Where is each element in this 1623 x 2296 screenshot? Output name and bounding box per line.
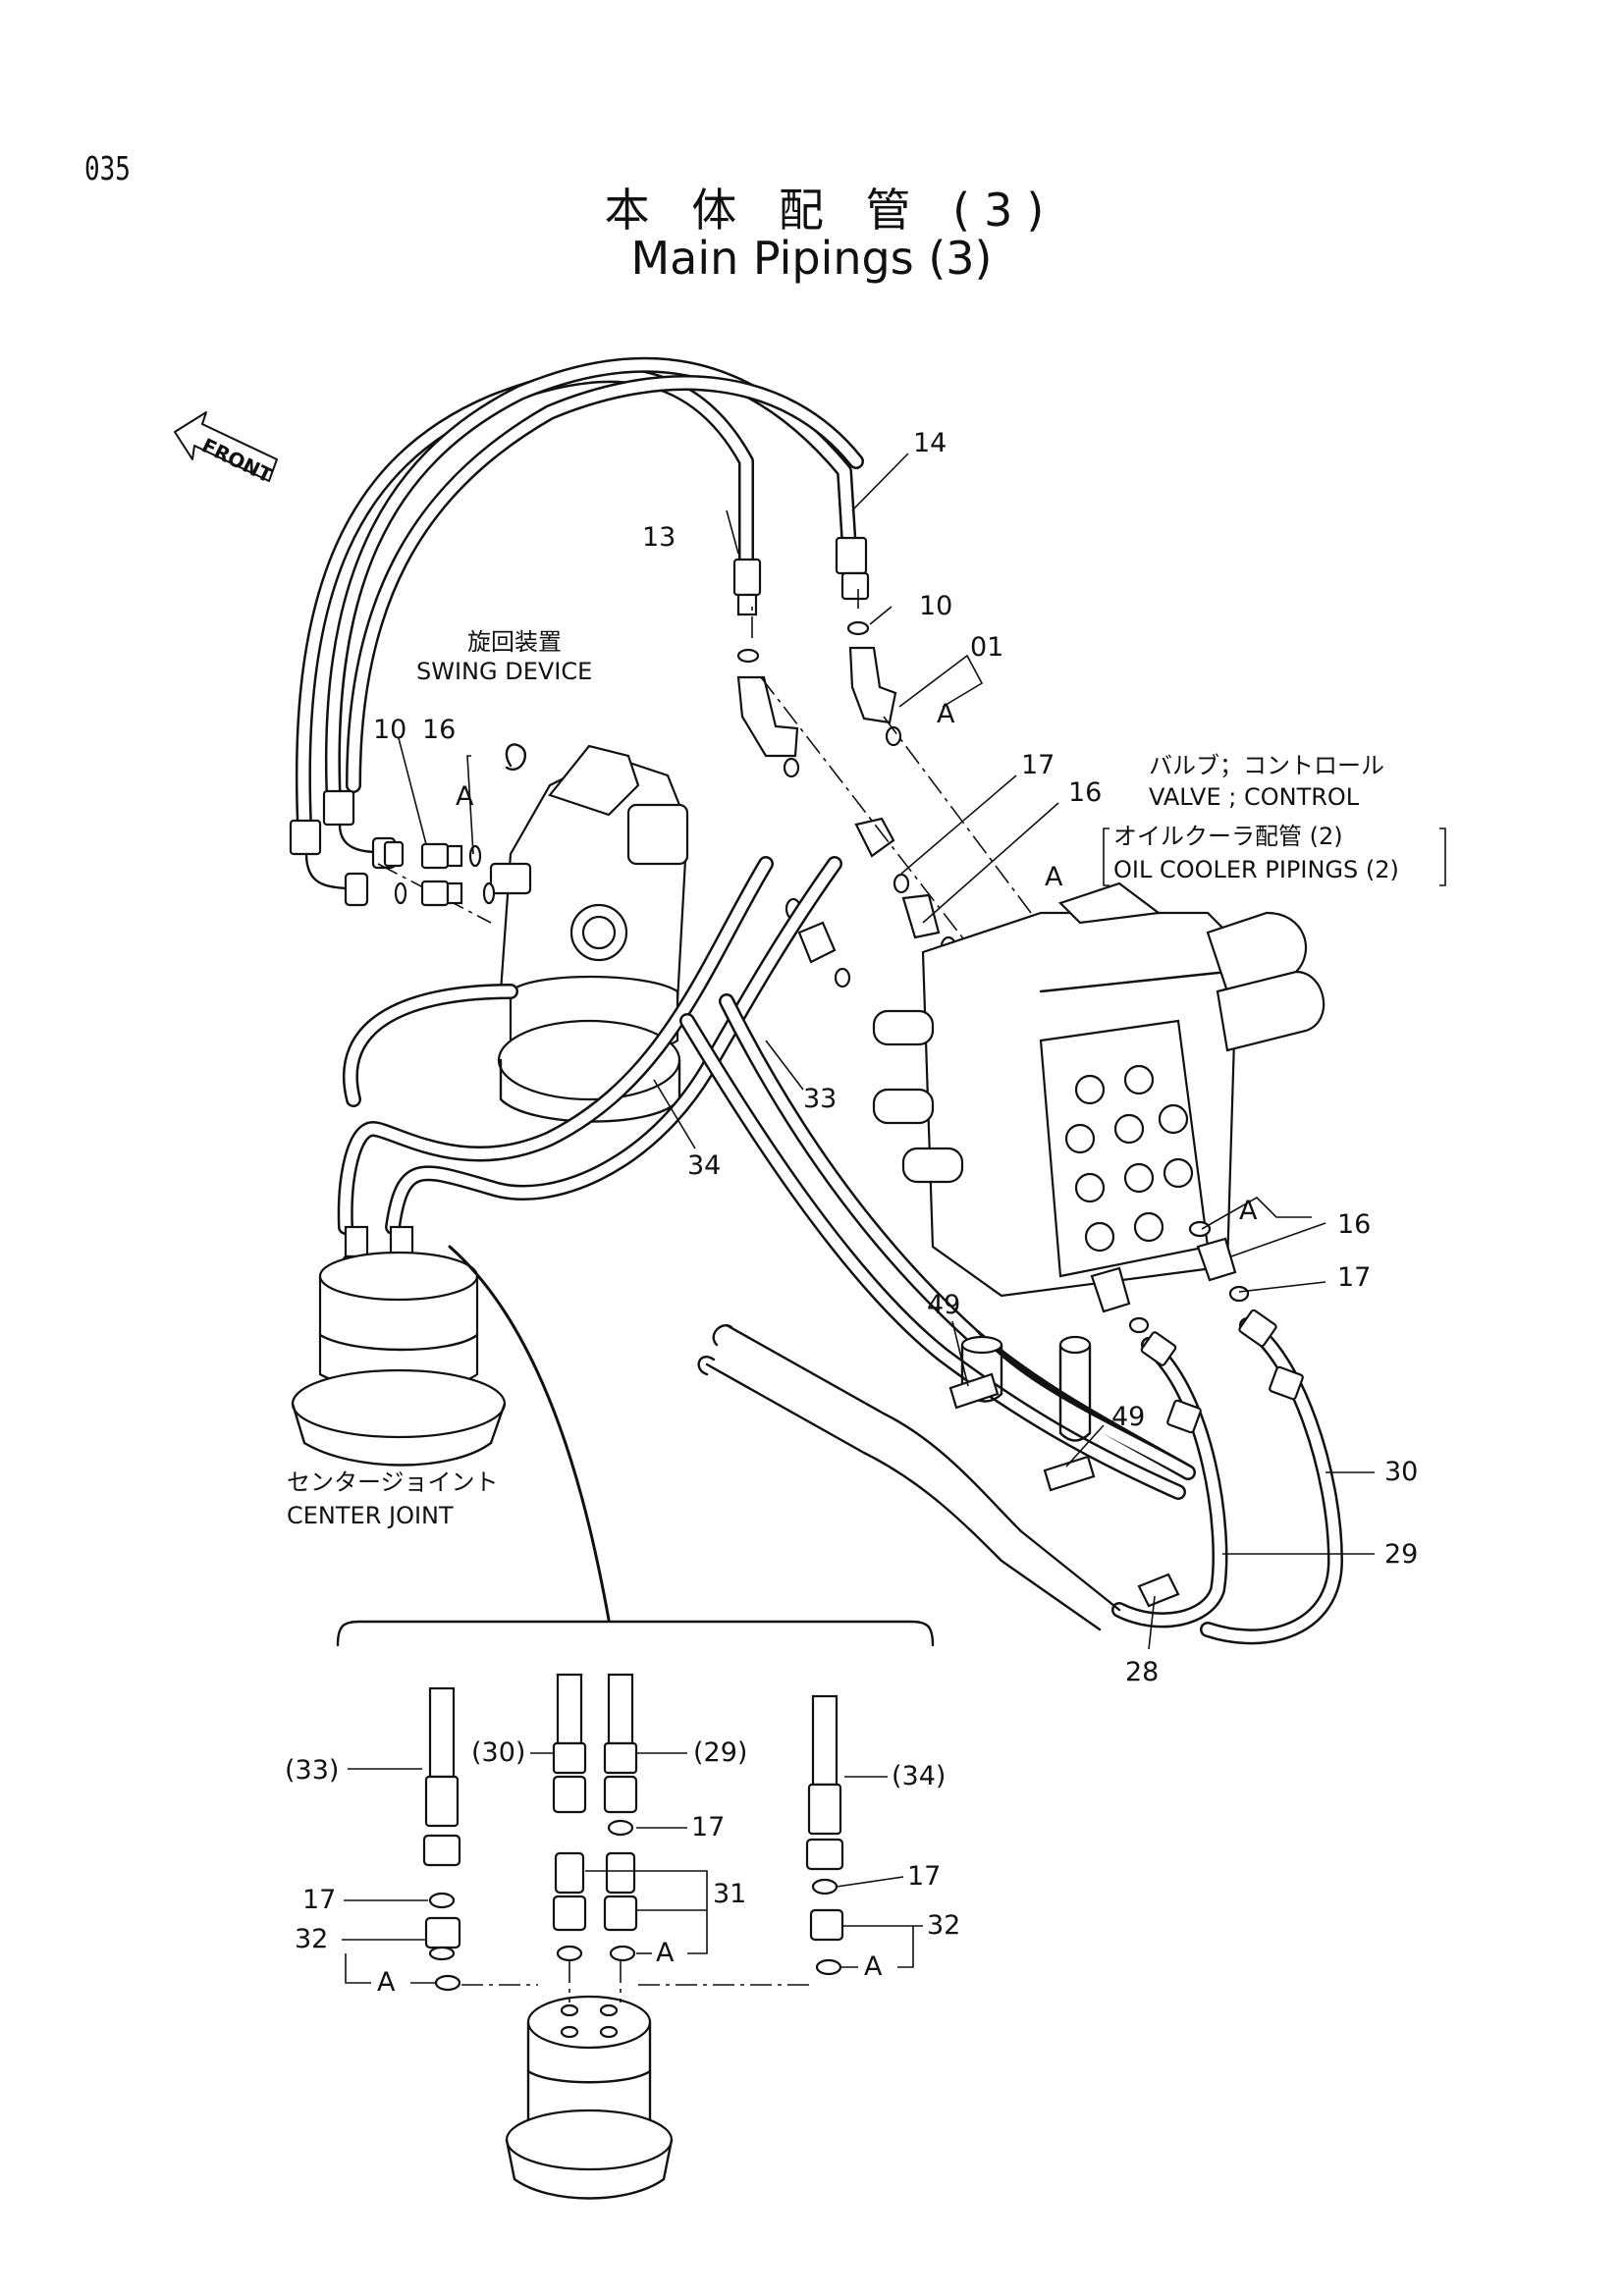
center-joint-label-jp: センタージョイント [287,1468,499,1496]
detail-label-32-left: 32 [295,1924,328,1954]
callout-a-upper: A [937,699,955,729]
detail-label-a-left: A [377,1967,396,1998]
swing-device [383,743,689,1123]
callout-29: 29 [1384,1539,1418,1570]
detail-label-a-right: A [864,1951,883,1982]
leader-lines [398,453,1375,1650]
detail-label-a-center: A [656,1938,675,1968]
callout-33: 33 [803,1084,837,1114]
callout-17-upper: 17 [1021,750,1055,780]
callout-10-upper: 10 [919,591,952,621]
swing-device-label-jp: 旋回装置 [467,628,562,656]
control-valve [872,881,1325,1334]
detail-label-31: 31 [713,1879,746,1909]
front-arrow-icon: FRONT [174,411,278,488]
callout-30: 30 [1384,1457,1418,1487]
callout-13: 13 [642,522,676,553]
callout-a-mid: A [1045,862,1063,892]
component-labels: 旋回装置 SWING DEVICE バルブ；コントロール VALVE ; CON… [287,628,1446,1529]
callout-16-upper: 16 [1068,777,1102,808]
hoses-33-34 [337,856,1196,1500]
callout-34: 34 [687,1150,721,1181]
detail-bracket [336,1620,935,1647]
detail-label-17-left: 17 [302,1885,336,1915]
upper-hoses [289,356,870,907]
detail-label-32-right: 32 [927,1910,960,1941]
detail-label-17-center: 17 [691,1812,725,1842]
callout-17-right: 17 [1337,1262,1371,1293]
frame-pipes [697,1323,1180,1631]
valve-control-label-jp: バルブ；コントロール [1149,752,1384,779]
page-title-japanese: 本 体 配 管 (3) [604,184,1058,237]
callout-28: 28 [1125,1657,1159,1687]
detail-label-34: (34) [892,1761,946,1791]
callouts-detail: (33) (30) (29) (34) 17 17 17 31 32 32 A … [285,1737,960,1998]
callouts-main: 13 14 10 01 A 17 16 A 10 16 A 33 34 A 16… [373,428,1418,1687]
page-number: 035 [84,151,131,188]
detail-label-17-right: 17 [907,1861,941,1892]
detail-view [422,1673,844,2200]
callout-49-left: 49 [927,1290,960,1320]
callout-a-left: A [456,781,474,812]
hoses-29-30 [1111,1308,1343,1645]
page-title-english: Main Pipings (3) [630,232,993,285]
detail-leader-lines [342,1752,923,1984]
center-joint [291,1225,507,1467]
callout-a-right: A [1239,1196,1258,1226]
callout-14: 14 [913,428,947,458]
detail-label-30: (30) [471,1737,525,1768]
callout-16-right: 16 [1337,1209,1371,1240]
callout-49-right: 49 [1111,1402,1145,1432]
oil-cooler-label-en: OIL COOLER PIPINGS (2) [1113,856,1399,883]
callout-16-left: 16 [422,715,456,745]
fittings-upper [736,620,957,988]
valve-control-label-en: VALVE ; CONTROL [1149,783,1360,811]
callout-10-left: 10 [373,715,406,745]
callout-01: 01 [970,632,1003,663]
detail-label-29: (29) [693,1737,747,1768]
oil-cooler-label-jp: オイルクーラ配管 (2) [1113,823,1343,850]
center-joint-label-en: CENTER JOINT [287,1502,454,1529]
swing-device-label-en: SWING DEVICE [416,658,592,685]
detail-label-33: (33) [285,1755,339,1786]
